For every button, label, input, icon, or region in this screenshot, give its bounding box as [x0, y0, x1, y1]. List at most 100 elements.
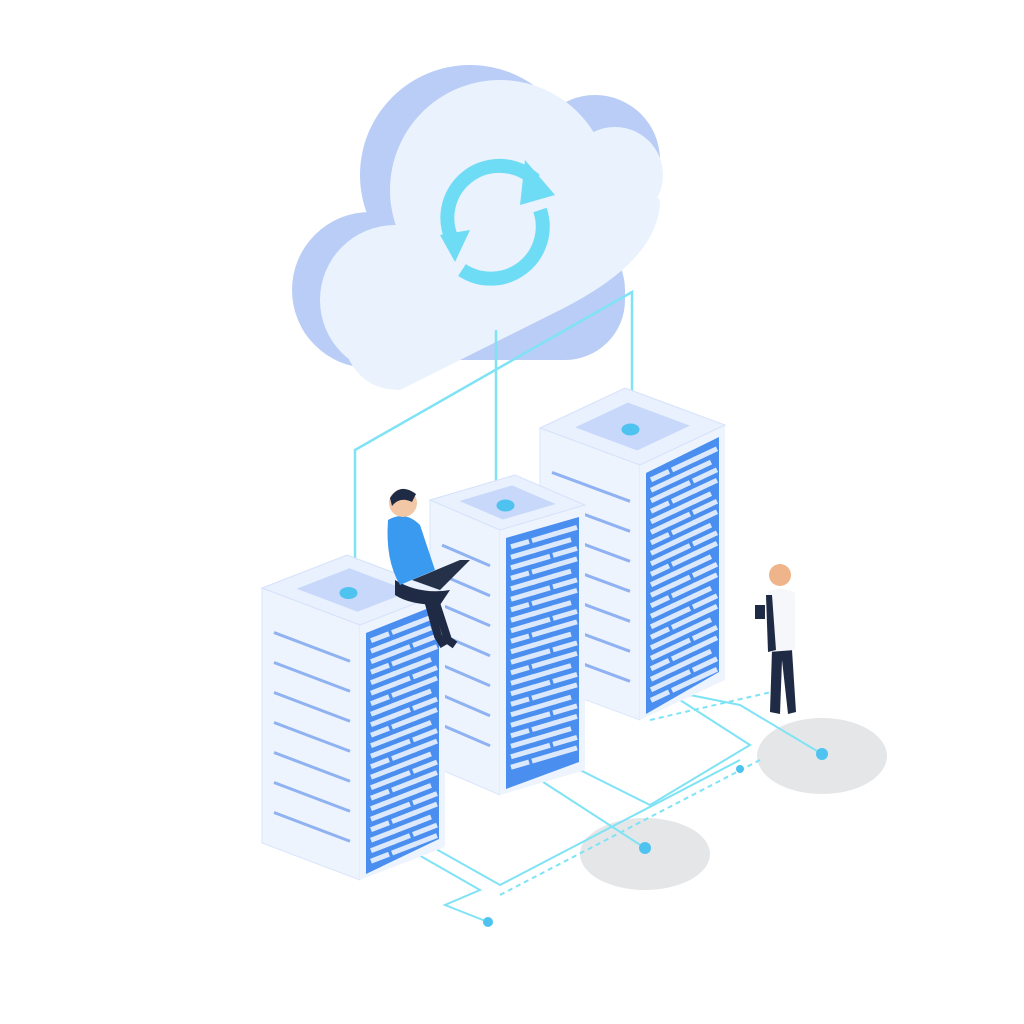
- server-slot: [531, 657, 557, 669]
- server-slot: [412, 665, 438, 680]
- server-slot: [691, 648, 713, 662]
- server-slot: [552, 631, 572, 642]
- connector-dot: [639, 842, 651, 854]
- server-slot: [412, 833, 438, 848]
- server-slot: [691, 530, 719, 547]
- person-icon: [387, 488, 470, 649]
- server-slot: [649, 571, 677, 588]
- server-vent: [441, 543, 491, 568]
- server-side: [261, 587, 361, 881]
- server-vent: [273, 811, 351, 843]
- sync-arrowhead: [520, 160, 555, 205]
- server-slot: [391, 652, 417, 667]
- server-slot: [552, 545, 578, 558]
- server-slot: [412, 696, 438, 711]
- server-slot: [649, 626, 671, 640]
- server-slot: [412, 738, 438, 753]
- server-slot: [649, 500, 671, 514]
- server-slot: [552, 600, 572, 611]
- server-slot: [510, 673, 536, 686]
- server-slot: [391, 757, 417, 772]
- server-slot: [649, 613, 677, 630]
- server-slot: [391, 746, 417, 761]
- person-icon: [755, 564, 796, 714]
- server-slot: [670, 637, 692, 651]
- server-slot: [412, 657, 432, 669]
- connector-dot: [339, 587, 358, 599]
- server-slot: [691, 446, 719, 463]
- server-slot: [412, 783, 432, 795]
- server-slot: [510, 558, 536, 571]
- server-slot: [531, 699, 557, 711]
- server-slot: [370, 839, 396, 854]
- server-slot: [370, 734, 396, 749]
- server-slot: [370, 757, 390, 770]
- server-slot: [691, 625, 719, 641]
- server-slot: [412, 625, 432, 638]
- server-slot: [370, 713, 396, 728]
- server-slot: [412, 801, 438, 816]
- server-slot: [691, 667, 719, 683]
- server-slot: [531, 604, 557, 617]
- server-slot: [691, 467, 719, 484]
- server-slot: [670, 498, 698, 515]
- connector-dot: [816, 748, 828, 760]
- server-slot: [670, 582, 698, 599]
- server-slot: [531, 679, 551, 690]
- server-vent: [273, 691, 351, 723]
- server-slot: [391, 801, 411, 814]
- server-slot: [670, 456, 698, 473]
- server-slot: [670, 529, 698, 546]
- server-slot: [391, 662, 417, 677]
- server-slot: [670, 669, 692, 683]
- server-slot: [552, 713, 578, 726]
- server-slot: [649, 634, 677, 651]
- server-slot: [552, 703, 578, 716]
- server-slot: [391, 631, 417, 646]
- server-slot: [649, 595, 671, 609]
- server-slot: [412, 688, 432, 701]
- server-slot: [691, 522, 713, 536]
- server-vent: [273, 721, 351, 753]
- server-slot: [391, 675, 411, 688]
- server-slot: [412, 751, 432, 764]
- server-slot: [531, 720, 557, 732]
- server-slot: [670, 519, 698, 536]
- server-slot: [670, 613, 698, 630]
- server-slot: [510, 579, 536, 592]
- server-slot: [649, 550, 677, 567]
- server-slot: [531, 573, 557, 585]
- server-slot: [510, 728, 530, 739]
- server-slot: [552, 608, 578, 621]
- server-slot: [391, 770, 411, 782]
- server-slot: [391, 788, 417, 803]
- connector-dot: [483, 917, 493, 927]
- server-slot: [649, 581, 677, 598]
- server-slot: [391, 644, 411, 656]
- server-slot: [391, 694, 417, 709]
- server-slot: [370, 788, 390, 801]
- connector-dot: [496, 499, 515, 512]
- server-slot: [691, 585, 713, 599]
- server-slot: [510, 705, 536, 718]
- server-slot: [531, 616, 551, 627]
- server-slot: [370, 725, 390, 738]
- server-slot: [531, 667, 557, 680]
- server-slot: [531, 688, 557, 701]
- server-slot: [531, 625, 557, 638]
- server-slot: [531, 711, 551, 722]
- server-slot: [531, 648, 551, 659]
- server-slot: [412, 728, 438, 743]
- server-slot: [370, 807, 396, 822]
- server-slot: [510, 665, 530, 676]
- server-slot: [552, 619, 578, 632]
- server-slot: [552, 682, 578, 695]
- server-slot: [370, 662, 390, 675]
- server-slot: [670, 606, 692, 620]
- server-slot: [510, 759, 530, 770]
- server-slot: [370, 639, 396, 654]
- server-slot: [412, 675, 438, 690]
- server-slot: [670, 592, 698, 609]
- server-slot: [412, 822, 438, 837]
- server-slot: [370, 765, 396, 780]
